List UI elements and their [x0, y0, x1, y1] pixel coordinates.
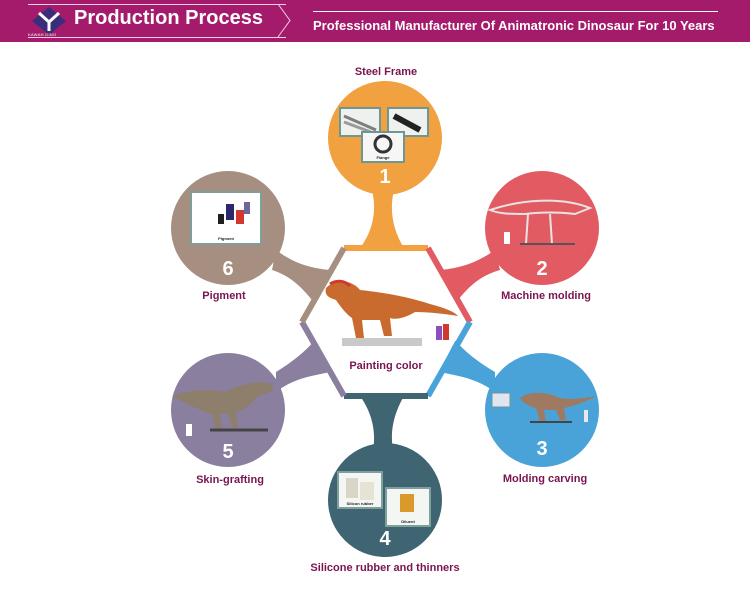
step-4-number: 4 [379, 528, 391, 550]
silicon-rubber-caption: Silicon rubber [346, 501, 374, 506]
tagline-rule [313, 11, 718, 12]
diluent-caption: Diluent [401, 519, 415, 524]
center-label: Painting color [349, 360, 423, 372]
dinosaur-skeleton-icon [487, 199, 593, 245]
flange-caption: Flange [376, 155, 390, 160]
step-2-circle [485, 171, 599, 285]
step-4-label: Silicone rubber and thinners [310, 562, 460, 574]
step-3-number: 3 [536, 438, 548, 460]
step-6-number: 6 [222, 258, 234, 280]
step-2-label: Machine molding [501, 290, 591, 302]
step-5-number: 5 [222, 441, 234, 463]
company-logo-icon [32, 7, 66, 35]
step-1-label: Steel Frame [354, 66, 418, 78]
connector-4 [360, 396, 404, 455]
title-border-top [28, 4, 286, 5]
step-1-number: 1 [379, 166, 391, 188]
step-6-label: Pigment [202, 290, 246, 302]
hexagon-edge-5 [299, 320, 347, 398]
hexagon-edge-6 [299, 246, 347, 324]
hexagon-edge-3 [425, 320, 473, 398]
header-banner: KAWAH DINO Production Process Profession… [0, 0, 750, 42]
page-tagline: Professional Manufacturer Of Animatronic… [313, 18, 715, 33]
silicone-cans-icon [337, 471, 431, 527]
title-bracket [277, 3, 291, 38]
steel-pipes-icon [339, 107, 429, 163]
step-2-number: 2 [536, 258, 548, 280]
skinned-dinosaur-icon [172, 382, 274, 436]
hexagon-edge-2 [425, 246, 473, 324]
title-border-bottom [28, 37, 286, 38]
logo-text: KAWAH DINO [28, 32, 57, 37]
connector-1 [360, 190, 404, 248]
connector-6 [272, 250, 330, 300]
carved-dinosaur-icon [491, 392, 596, 423]
page-title: Production Process [74, 7, 263, 29]
pigment-bottles-icon [190, 191, 262, 245]
connector-2 [440, 250, 500, 300]
step-3-label: Molding carving [502, 473, 588, 485]
pigment-photo-caption: Pigment [218, 236, 234, 241]
center-dinosaur-icon [325, 279, 458, 346]
step-5-label: Skin-grafting [196, 474, 264, 486]
